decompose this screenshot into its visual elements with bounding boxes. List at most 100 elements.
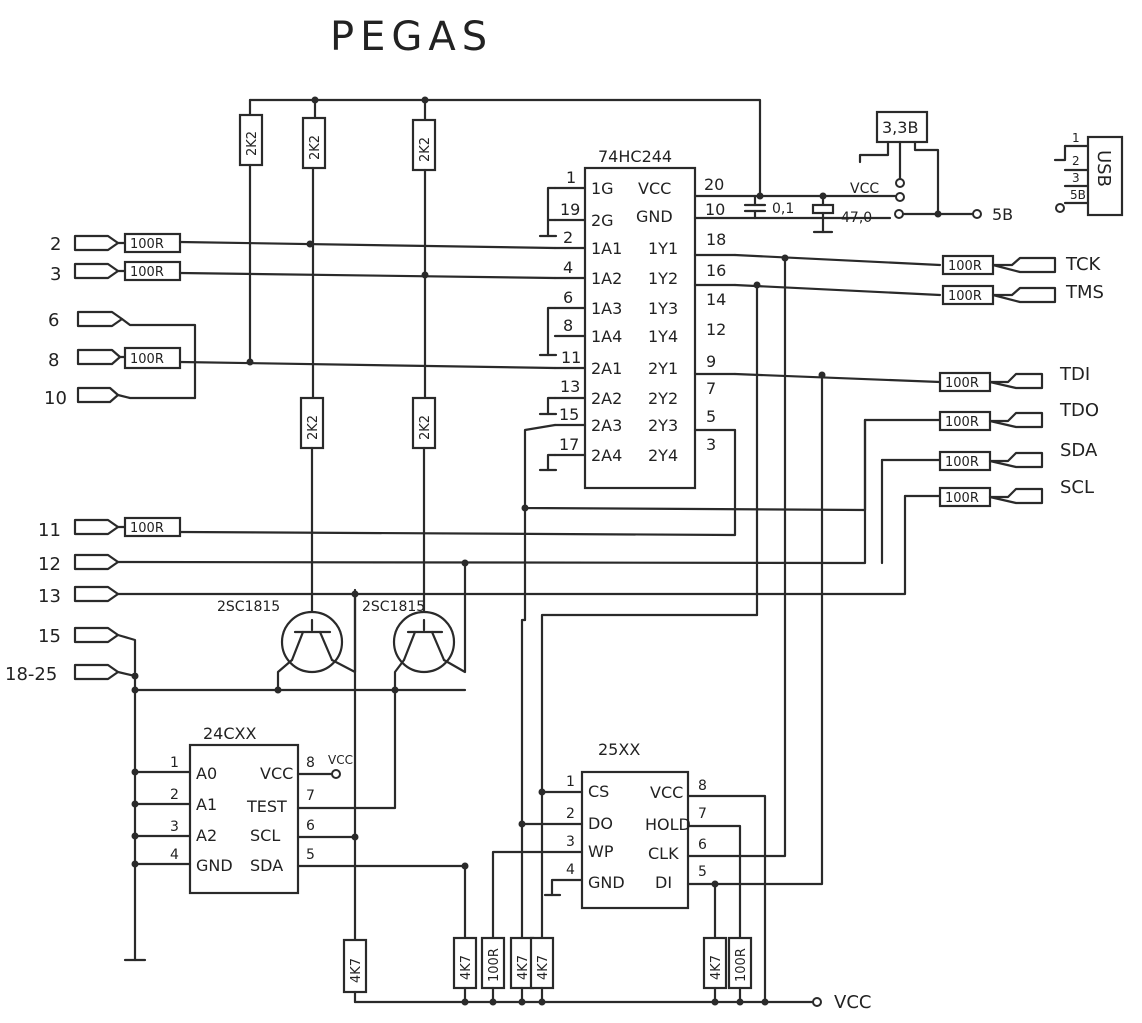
resistor-value: 100R <box>945 455 979 470</box>
pin-label: 2A4 <box>591 446 622 465</box>
pin-num: 17 <box>559 435 579 454</box>
resistor-value: 100R <box>487 948 502 982</box>
output-label: TDI <box>1059 364 1090 385</box>
usb-pin-num: 1 <box>1072 131 1080 145</box>
pin-label: 1Y2 <box>648 269 678 288</box>
resistor-value: 4K7 <box>349 958 364 983</box>
pin-num: 19 <box>560 200 580 219</box>
chip-24cxx-name: 24CXX <box>203 724 256 743</box>
connector-pin-label: 12 <box>38 554 61 575</box>
pin-label: VCC <box>638 179 671 198</box>
pin-label: GND <box>196 856 233 875</box>
resistor-value: 100R <box>130 352 164 367</box>
resistor-value: 4K7 <box>516 955 531 980</box>
pin-label: 2G <box>591 211 614 230</box>
output-label: TCK <box>1065 254 1102 275</box>
connector-pin-label: 8 <box>48 350 59 371</box>
pin-label: CS <box>588 782 609 801</box>
pin-label: 1G <box>591 179 614 198</box>
pin-num: 1 <box>566 774 575 790</box>
connector-pin-label: 10 <box>44 388 67 409</box>
pin-label: WP <box>588 842 614 861</box>
resistor-value: 100R <box>734 948 749 982</box>
connector-pin-label: 6 <box>48 310 59 331</box>
pin-label: CLK <box>648 844 679 863</box>
connector-pin-label: 3 <box>50 264 61 285</box>
cap-label: 47,0 <box>841 210 872 226</box>
chip-25xx-body <box>580 770 690 910</box>
pullup-resistors: 2K2 2K2 2K2 2K2 2K2 <box>238 98 437 622</box>
usb-pin-num: 5B <box>1070 188 1086 202</box>
pin-num: 6 <box>698 837 707 853</box>
pin-label: 1A3 <box>591 299 622 318</box>
output-label: TMS <box>1065 282 1104 303</box>
pin-num: 4 <box>563 258 573 277</box>
pin-num: 3 <box>706 435 716 454</box>
pin-num: 20 <box>704 175 724 194</box>
resistor-value: 100R <box>948 259 982 274</box>
pin-label: 1Y3 <box>648 299 678 318</box>
usb-pin-num: 2 <box>1072 154 1080 168</box>
connector-pin-label: 2 <box>50 234 61 255</box>
regulator-label: 3,3B <box>882 118 918 137</box>
pin-num: 8 <box>306 755 315 771</box>
pin-num: 2 <box>563 228 573 247</box>
pin-num: 3 <box>170 819 179 835</box>
vcc-label: VCC <box>850 181 879 197</box>
resistor-value: 100R <box>130 521 164 536</box>
pin-num: 13 <box>560 377 580 396</box>
pin-num: 7 <box>706 379 716 398</box>
pin-label: VCC <box>650 783 683 802</box>
pin-label: 1Y1 <box>648 239 678 258</box>
resistor-value: 100R <box>945 415 979 430</box>
resistor-value: 2K2 <box>418 415 433 440</box>
resistor-100r <box>123 260 182 282</box>
pin-label: GND <box>588 873 625 892</box>
pin-label: 2Y2 <box>648 389 678 408</box>
pin-label: A0 <box>196 764 217 783</box>
pin-label: A2 <box>196 826 217 845</box>
vcc-label: VCC <box>328 753 353 767</box>
cap-47-body <box>811 203 835 215</box>
resistor-value: 100R <box>130 237 164 252</box>
resistor-value: 2K2 <box>418 137 433 162</box>
output-label: TDO <box>1059 400 1099 421</box>
resistor-100r <box>123 516 182 538</box>
pin-num: 11 <box>561 348 581 367</box>
pin-num: 5 <box>698 864 707 880</box>
pin-label: 2Y4 <box>648 446 678 465</box>
pin-num: 2 <box>566 806 575 822</box>
resistor-value: 100R <box>945 491 979 506</box>
pin-num: 9 <box>706 352 716 371</box>
resistor-value: 4K7 <box>459 955 474 980</box>
connector-pin-label: 18-25 <box>5 664 57 685</box>
pin-num: 14 <box>706 290 726 309</box>
pin-label: DO <box>588 814 613 833</box>
pin-num: 8 <box>698 778 707 794</box>
pin-num: 16 <box>706 261 726 280</box>
jtag-outputs: 100R TCK 100R TMS 100R TDI 100R TDO 100R… <box>521 253 1104 622</box>
pin-num: 3 <box>566 834 575 850</box>
output-label: SDA <box>1060 440 1098 461</box>
bottom-resistors: 4K7 4K7 100R 4K7 4K7 4K7 100R VCC <box>342 864 871 1013</box>
resistor-value: 100R <box>948 289 982 304</box>
vcc-label: VCC <box>834 992 871 1013</box>
pin-num: 4 <box>566 862 575 878</box>
output-label: SCL <box>1060 477 1094 498</box>
pin-num: 15 <box>559 405 579 424</box>
pin-label: 2Y3 <box>648 416 678 435</box>
transistor-2: 2SC1815 <box>362 559 469 694</box>
connector-pin-label: 15 <box>38 626 61 647</box>
pin-num: 1 <box>566 168 576 187</box>
connector-pin-label: 13 <box>38 586 61 607</box>
power-section: 0,1 47,0 3,3B VCC 5B USB 1 2 3 5B <box>248 96 1124 234</box>
pin-num: 5 <box>306 847 315 863</box>
pin-num: 5 <box>706 407 716 426</box>
resistor-value: 4K7 <box>709 955 724 980</box>
pin-label: 2A3 <box>591 416 622 435</box>
db25-connector: 2 100R 3 100R 6 8 100R 10 11 100R <box>5 232 907 962</box>
pin-num: 7 <box>306 788 315 804</box>
pin-label: VCC <box>260 764 293 783</box>
chip-24cxx: 24CXX 1 A0 2 A1 3 A2 4 GND VCC 8 VCC 7 T… <box>131 688 469 895</box>
pin-label: SDA <box>250 856 283 875</box>
